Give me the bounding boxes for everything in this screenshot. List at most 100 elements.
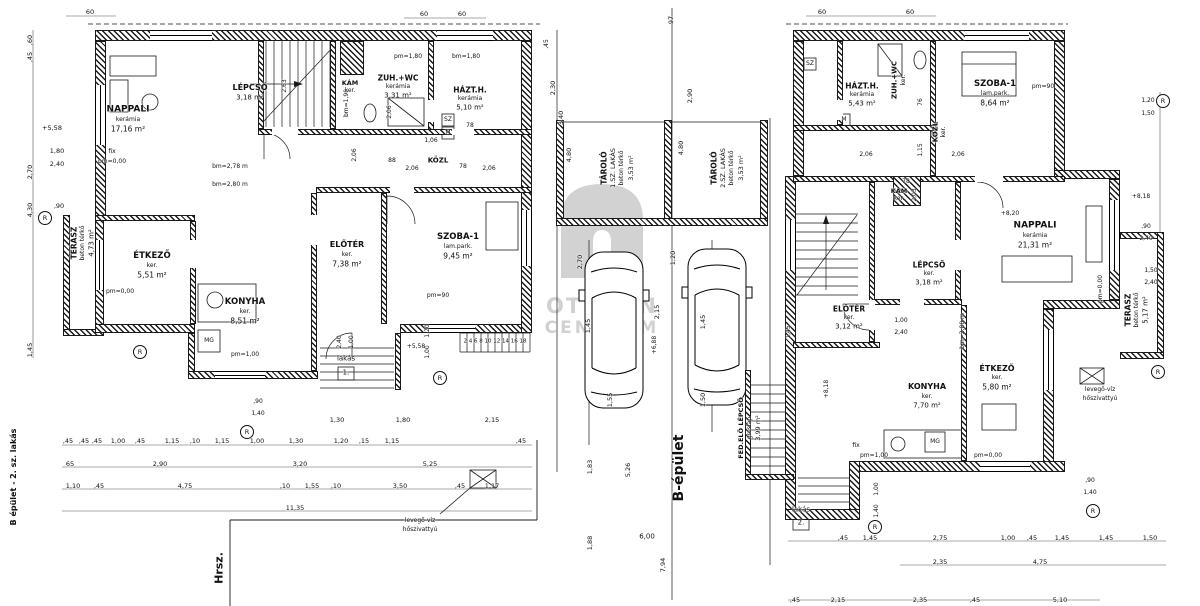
dim-label: M bbox=[841, 116, 847, 123]
dim-label: 5,80 m² bbox=[982, 382, 1012, 392]
dim-label: ,45 bbox=[454, 481, 466, 490]
dim-label: ,45 bbox=[93, 481, 105, 490]
dim-label: bm=2,80 m bbox=[959, 313, 966, 349]
dim-label: ker. bbox=[843, 314, 855, 321]
room-label-terasz-1: TERASZ bbox=[69, 226, 79, 260]
dim-label: 1,50 bbox=[698, 392, 707, 408]
dim-label: lam.park. bbox=[980, 90, 1010, 97]
dim-label: ,45 bbox=[134, 436, 146, 445]
reference-marker: R bbox=[433, 371, 447, 385]
room-label-eloter-1: ELŐTÉR bbox=[329, 240, 365, 249]
dim-label: 1,30 bbox=[329, 415, 345, 424]
room-label-lepcso-2: LÉPCSŐ bbox=[912, 260, 946, 270]
dim-label: pm=90 bbox=[426, 292, 450, 299]
dim-label: 1,17 bbox=[484, 481, 500, 490]
dim-label: ker. bbox=[923, 270, 935, 277]
dim-label: 3,20 bbox=[292, 459, 308, 468]
dim-label: 9,45 m² bbox=[443, 251, 473, 261]
dim-label: kerámia bbox=[849, 91, 875, 98]
dim-label: 5,25 bbox=[422, 459, 438, 468]
dim-label: levegő-víz bbox=[1084, 386, 1116, 393]
reference-marker: R bbox=[1156, 94, 1170, 108]
dim-label: 60 bbox=[817, 7, 827, 16]
dim-label: 60 bbox=[419, 9, 429, 18]
room-label-hazth-1: HÁZT.H. bbox=[453, 85, 487, 95]
dim-label: 1,06 bbox=[424, 137, 438, 144]
dim-label: 2,63 bbox=[281, 79, 288, 93]
dim-label: ,45 bbox=[515, 436, 527, 445]
dim-label: beton térkő bbox=[79, 225, 86, 261]
dim-label: pm=90 bbox=[1031, 83, 1055, 90]
dim-label: 2,40 bbox=[1144, 279, 1158, 286]
dim-label: 3,18 m² bbox=[236, 93, 264, 102]
dim-label: 3,53 m² bbox=[626, 155, 635, 181]
dim-label: 2,03 bbox=[911, 188, 918, 202]
dim-label: 1,00 bbox=[110, 436, 126, 445]
dim-label: hőszivattyú bbox=[1082, 395, 1118, 402]
dim-label: 1,40 bbox=[873, 504, 880, 518]
dim-label: ,45 bbox=[78, 436, 90, 445]
room-label-tarolo-2: TÁROLÓ bbox=[709, 151, 719, 185]
dim-label: ,45 bbox=[91, 436, 103, 445]
dim-label: ,45 bbox=[62, 436, 74, 445]
dim-label: ,10 bbox=[189, 436, 201, 445]
dim-label: 5,10 m² bbox=[456, 103, 484, 112]
dim-label: ,45 bbox=[789, 595, 801, 604]
unit-label-2: lakás bbox=[791, 505, 811, 514]
dim-label: 1,55 bbox=[304, 481, 320, 490]
room-label-etkezo-1: ÉTKEZŐ bbox=[133, 250, 171, 261]
dim-label: ker. bbox=[991, 374, 1003, 381]
room-label-zuhwc-1: ZUH.+WC bbox=[377, 73, 419, 83]
dim-label: 2,06 bbox=[859, 151, 873, 158]
dim-label: 60 bbox=[457, 9, 467, 18]
dim-label: 2,40 bbox=[894, 329, 908, 336]
side-label: B épület - 2. sz. lakás bbox=[9, 428, 18, 526]
dim-label: SZ bbox=[806, 60, 814, 67]
dim-label: 1,55 bbox=[605, 392, 614, 408]
dim-label: bm=2,80 m bbox=[212, 181, 248, 188]
dim-label: 7,94 bbox=[658, 557, 667, 573]
dim-label: 2.SZ. LAKÁS bbox=[718, 148, 727, 188]
dim-label: 4,30 bbox=[25, 202, 34, 218]
dim-label: 78 bbox=[466, 122, 474, 129]
dim-label: ,45 bbox=[543, 39, 550, 49]
reference-marker: R bbox=[1086, 504, 1100, 518]
room-label-zuhwc-2: ZUH.+WC bbox=[890, 60, 899, 100]
dim-label: +8,20 bbox=[1000, 210, 1020, 217]
dim-label: 1,20 bbox=[1141, 97, 1155, 104]
room-label-szoba1-1: SZOBA-1 bbox=[436, 231, 480, 242]
dim-label: 8,51 m² bbox=[230, 316, 260, 326]
dim-label: pm=1,80 bbox=[393, 53, 423, 60]
dim-label: 3,40 bbox=[556, 110, 565, 126]
dim-label: 65 bbox=[65, 459, 75, 468]
reference-marker: R bbox=[868, 520, 882, 534]
dim-label: ,10 bbox=[279, 481, 291, 490]
dim-label: 76 bbox=[917, 98, 924, 106]
dim-label: 1,15 bbox=[214, 436, 230, 445]
dim-label: 8,64 m² bbox=[980, 98, 1010, 108]
dim-label: 2,15 bbox=[652, 304, 661, 320]
dim-label: ,90 bbox=[1141, 223, 1151, 230]
dim-label: ,90 bbox=[53, 201, 65, 210]
dim-label: bm=2,78 m bbox=[212, 163, 248, 170]
dim-label: ,45 bbox=[1026, 533, 1038, 542]
dim-label: 2,15 bbox=[830, 595, 846, 604]
room-label-konyha-2: KONYHA bbox=[907, 382, 947, 391]
room-label-nappali-2: NAPPALI bbox=[1013, 220, 1057, 231]
dim-label: 1,30 bbox=[288, 436, 304, 445]
dim-label: 1,10 bbox=[65, 481, 81, 490]
dim-label: ker. bbox=[146, 262, 158, 269]
dim-label: 3,12 m² bbox=[835, 322, 863, 331]
dim-label: 2,40 bbox=[1139, 235, 1153, 242]
room-label-konyha-1: KONYHA bbox=[224, 296, 266, 307]
dim-label: greslap bbox=[746, 416, 753, 440]
dim-label: pm=0,00 bbox=[1097, 274, 1104, 304]
dim-label: +5,58 bbox=[406, 343, 426, 350]
dim-label: +5,58 bbox=[42, 123, 62, 132]
dim-label: 2,06 bbox=[351, 148, 358, 162]
dim-label: 1,45 bbox=[1098, 533, 1114, 542]
room-label-eloter-2: ELŐTÉR bbox=[832, 304, 866, 314]
dim-label: ker. bbox=[940, 126, 947, 138]
